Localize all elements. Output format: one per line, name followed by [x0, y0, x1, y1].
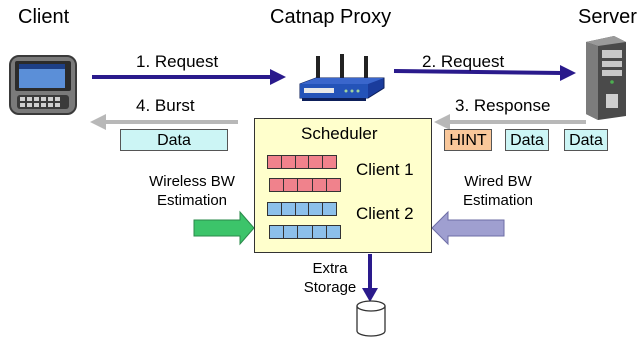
response-arrow-3-head [434, 114, 450, 130]
request-arrow-1-head [270, 69, 286, 85]
extra-storage-line1: Extra [312, 260, 348, 277]
burst-4-label: 4. Burst [136, 96, 195, 115]
request-arrow-2 [393, 69, 563, 75]
request-arrow-2-head [560, 65, 576, 81]
wireless-bw-line1: Wireless BW [149, 173, 235, 190]
client2-label: Client 2 [356, 204, 414, 223]
extra-storage-line2: Storage [303, 279, 357, 296]
wired-bw-arrow [431, 210, 505, 246]
scheduler-box: Scheduler Client 1 Client 2 [254, 118, 432, 253]
client1-label: Client 1 [356, 160, 414, 179]
response-data-box-2: Data [564, 129, 608, 151]
wireless-bw-arrow [193, 210, 255, 246]
server-title: Server [578, 6, 637, 28]
wired-bw-line1: Wired BW [464, 173, 532, 190]
server-tower-icon [586, 36, 626, 120]
wireless-bw-label: Wireless BW Estimation [134, 172, 250, 210]
burst-data-box: Data [120, 129, 228, 151]
storage-arrow-head [362, 288, 378, 302]
hint-box: HINT [444, 129, 492, 151]
request-2-label: 2. Request [422, 52, 505, 71]
extra-storage-label: Extra Storage [298, 259, 362, 297]
burst-arrow-4-head [90, 114, 106, 130]
proxy-title: Catnap Proxy [270, 6, 392, 28]
storage-cylinder-icon [356, 300, 386, 337]
response-data-box-1: Data [505, 129, 549, 151]
wired-bw-label: Wired BW Estimation [448, 172, 548, 210]
scheduler-title: Scheduler [301, 124, 378, 143]
wireless-router-icon [299, 54, 385, 101]
client1-queue-top [267, 155, 337, 169]
client1-queue-bottom [269, 178, 342, 192]
wireless-bw-line2: Estimation [156, 192, 228, 209]
client-title: Client [18, 6, 70, 28]
client2-queue-bottom [269, 225, 342, 239]
client2-queue-top [267, 202, 337, 216]
pda-device-icon [9, 55, 77, 115]
wired-bw-line2: Estimation [462, 192, 534, 209]
request-1-label: 1. Request [136, 52, 219, 71]
response-3-label: 3. Response [455, 96, 551, 115]
